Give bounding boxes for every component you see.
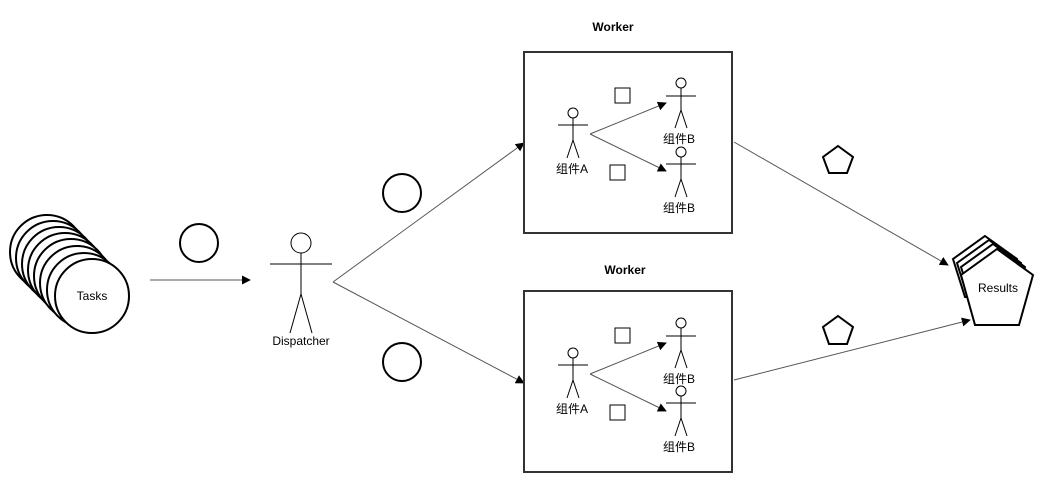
worker-2-box bbox=[523, 290, 733, 473]
dispatch-token-circle-top bbox=[382, 173, 422, 213]
worker-1: Worker 组件A 组件B 组件B bbox=[523, 20, 733, 234]
result-token-pentagon bbox=[821, 314, 855, 345]
message-square bbox=[614, 87, 631, 104]
worker-1-component-b-bottom: 组件B bbox=[663, 146, 696, 215]
results-label: Results bbox=[978, 281, 1018, 295]
a-to-b-bottom-edge bbox=[589, 373, 667, 412]
component-a-leg bbox=[566, 379, 574, 399]
message-square bbox=[614, 327, 631, 344]
worker-2-component-b-bottom: 组件B bbox=[663, 385, 696, 454]
dispatch-token-circle-bottom bbox=[382, 342, 422, 382]
component-b-leg bbox=[674, 417, 682, 437]
component-b-top-label: 组件B bbox=[663, 372, 695, 386]
component-a-label: 组件A bbox=[556, 402, 588, 416]
message-square bbox=[609, 164, 626, 181]
component-b-leg bbox=[680, 109, 688, 129]
component-b-top-label: 组件B bbox=[663, 132, 695, 146]
worker-2: Worker 组件A 组件B 组件B bbox=[523, 263, 733, 473]
message-square bbox=[609, 404, 626, 421]
a-to-b-top-edge bbox=[589, 341, 667, 375]
dispatcher-head bbox=[290, 232, 312, 254]
component-b-bottom-label: 组件B bbox=[663, 201, 695, 215]
component-b-leg bbox=[680, 417, 688, 437]
a-to-b-top-edge bbox=[589, 101, 667, 135]
worker-2-component-a: 组件A bbox=[556, 347, 588, 416]
dispatcher-leg-left bbox=[289, 293, 302, 334]
a-to-b-bottom-edge bbox=[589, 133, 667, 172]
component-b-leg bbox=[674, 349, 682, 369]
result-token-pentagon bbox=[821, 144, 855, 174]
worker-1-box bbox=[523, 51, 733, 234]
dispatcher-leg-right bbox=[300, 293, 313, 334]
tasks-stack: Tasks bbox=[9, 214, 130, 334]
component-b-leg bbox=[680, 178, 688, 198]
task-token-circle bbox=[179, 223, 219, 263]
worker-1-component-b-top: 组件B bbox=[663, 77, 696, 146]
worker-1-title: Worker bbox=[592, 20, 633, 34]
worker-2-title: Worker bbox=[604, 263, 645, 277]
component-a-label: 组件A bbox=[556, 162, 588, 176]
component-b-leg bbox=[674, 109, 682, 129]
worker-1-component-a: 组件A bbox=[556, 107, 588, 176]
task-circle-front bbox=[54, 258, 130, 334]
results-stack: Results bbox=[951, 234, 1035, 326]
component-a-leg bbox=[572, 379, 580, 399]
dispatcher-actor: Dispatcher bbox=[270, 232, 332, 348]
worker-2-component-b-top: 组件B bbox=[663, 317, 696, 386]
tasks-label: Tasks bbox=[77, 289, 108, 303]
dispatcher-label: Dispatcher bbox=[272, 334, 329, 348]
component-b-leg bbox=[680, 349, 688, 369]
component-b-leg bbox=[674, 178, 682, 198]
worker-2-to-results-edge bbox=[733, 317, 971, 381]
dispatcher-to-worker-1-edge bbox=[332, 142, 525, 283]
component-b-bottom-label: 组件B bbox=[663, 440, 695, 454]
worker-1-to-results-edge bbox=[733, 141, 949, 266]
component-a-leg bbox=[566, 139, 574, 159]
dispatcher-to-worker-2-edge bbox=[332, 281, 525, 384]
result-pentagon-front bbox=[959, 247, 1035, 326]
component-a-leg bbox=[572, 139, 580, 159]
